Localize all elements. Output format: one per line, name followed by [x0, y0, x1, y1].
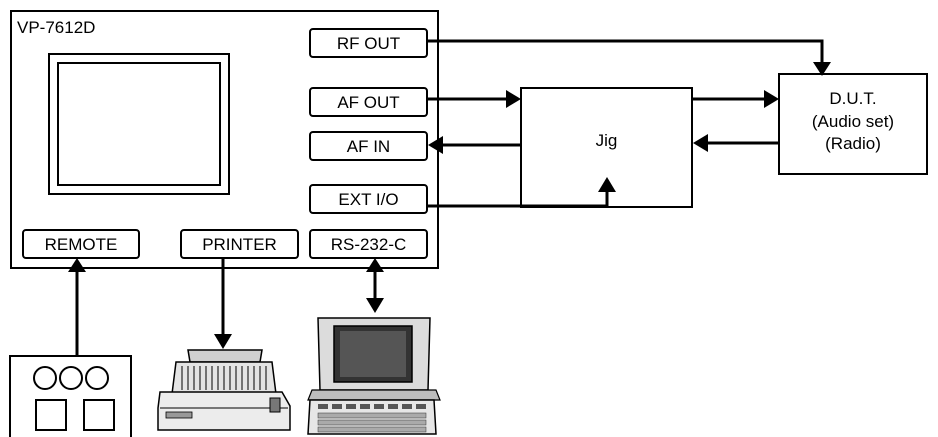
arrow-into-computer — [366, 298, 384, 313]
display-screen-inner — [58, 63, 220, 185]
arrow-into-dut — [764, 90, 779, 108]
laptop-computer-icon — [308, 318, 440, 434]
dut-label-line2: (Audio set) — [812, 112, 894, 131]
port-printer-label: PRINTER — [202, 235, 277, 254]
jig-label: Jig — [596, 131, 618, 150]
device-model-label: VP-7612D — [17, 18, 95, 37]
dut-label-line3: (Radio) — [825, 134, 881, 153]
dut-label-line1: D.U.T. — [829, 89, 876, 108]
remote-control-box-icon — [10, 356, 131, 437]
port-ext-io-label: EXT I/O — [338, 190, 398, 209]
port-rf-out-label: RF OUT — [337, 34, 400, 53]
dot-matrix-printer-icon — [158, 350, 290, 430]
port-af-in-label: AF IN — [347, 137, 390, 156]
arrow-into-jig-right — [693, 134, 708, 152]
arrow-into-printer — [214, 334, 232, 349]
port-remote-label: REMOTE — [45, 235, 118, 254]
wire-rf-out-to-dut — [428, 41, 822, 66]
port-rs232c-label: RS-232-C — [331, 235, 407, 254]
port-af-out-label: AF OUT — [337, 93, 399, 112]
arrow-into-jig — [506, 90, 521, 108]
